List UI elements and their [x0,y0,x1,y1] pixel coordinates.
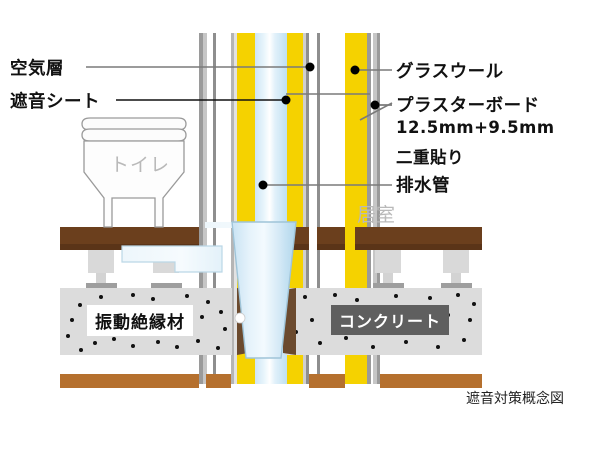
concrete-speck [200,315,204,319]
label-plaster-board: プラスターボード [396,96,540,116]
concrete-speck [344,336,348,340]
wall-layer-center-sheet-d [306,33,309,384]
beam-ceiling-right-under [355,244,482,250]
concrete-speck [456,293,460,297]
label-plaster-board-thickness: 12.5mm+9.5mm [396,118,555,137]
concrete-speck [131,293,135,297]
concrete-speck [333,293,337,297]
concrete-speck [99,295,103,299]
concrete-speck [428,296,432,300]
concrete-speck [294,330,298,334]
pedestal-top-right-1 [375,250,401,273]
beam-floor-center-right [309,374,345,388]
wall-layer-plaster-board-2 [373,33,377,384]
concrete-speck [70,318,74,322]
concrete-speck [112,337,116,341]
wall-layer-center-sheet-c [303,33,306,384]
tag-vibration-insulator: 振動絶縁材 [87,305,193,336]
beam-ceiling-center-right [317,227,345,244]
toilet-seat-rim [81,128,187,142]
room-label-toilet: トイレ [110,154,171,176]
drain-pipe-shaft [255,33,287,384]
concrete-speck [66,334,70,338]
concrete-speck [223,327,227,331]
wall-layer-left-air-gap [207,33,213,384]
concrete-speck [436,345,440,349]
pedestal-stem-right-1 [383,273,393,285]
tag-concrete: コンクリート [331,305,450,335]
beam-ceiling-center-under [246,244,309,250]
beam-ceiling-center [246,227,309,244]
beam-ceiling-center-right-under [317,244,345,250]
wall-layer-plaster-board-gap [371,33,373,384]
wall-layer-center-glass-wool-left [237,33,255,384]
concrete-speck [131,344,135,348]
pedestal-top-center [153,250,179,273]
diagram-caption: 遮音対策概念図 [466,391,564,407]
toilet-tank-rim [81,117,187,131]
label-air-layer: 空気層 [10,59,64,79]
wall-layer-left-board-outer [199,33,203,384]
pedestal-stem-right-2 [451,273,461,285]
label-sound-insulation-sheet: 遮音シート [10,92,100,112]
concrete-speck [290,310,294,314]
concrete-speck [303,295,307,299]
beam-floor-center [206,374,231,388]
concrete-speck [175,345,179,349]
concrete-speck [206,300,210,304]
pedestal-top-right-2 [443,250,469,273]
wall-layer-left-board-inner [203,33,207,384]
pedestal-stem-left [96,273,106,285]
concrete-speck [185,294,189,298]
concrete-speck [216,346,220,350]
concrete-speck [355,298,359,302]
beam-floor-left [60,374,199,388]
concrete-speck [404,340,408,344]
beam-ceiling-left [60,227,199,244]
concrete-speck [371,345,375,349]
concrete-speck [156,340,160,344]
wall-layer-mid-stud [317,33,320,384]
concrete-speck [318,341,322,345]
wall-layer-plaster-board-3 [377,33,380,384]
concrete-speck [468,318,472,322]
room-label-living: 居室 [357,204,396,226]
wall-layer-plaster-board-1 [367,33,371,384]
concrete-speck [472,302,476,306]
concrete-speck [79,348,83,352]
label-drain-pipe: 排水管 [396,176,450,196]
concrete-speck [196,339,200,343]
beam-ceiling-right [355,227,482,244]
wall-gap-chase-to-room [309,33,317,384]
label-plaster-board-double: 二重貼り [396,148,464,167]
concrete-speck [78,303,82,307]
concrete-speck [394,294,398,298]
wall-layer-left-stud [213,33,216,384]
concrete-speck [462,338,466,342]
concrete-speck [310,318,314,322]
label-glass-wool: グラスウール [396,62,504,82]
wall-layer-center-sheet-a [231,33,234,384]
concrete-speck [151,297,155,301]
beam-floor-right [380,374,482,388]
concrete-speck [93,341,97,345]
concrete-speck [219,310,223,314]
wall-layer-center-sheet-b [234,33,237,384]
pedestal-top-left [88,250,114,273]
